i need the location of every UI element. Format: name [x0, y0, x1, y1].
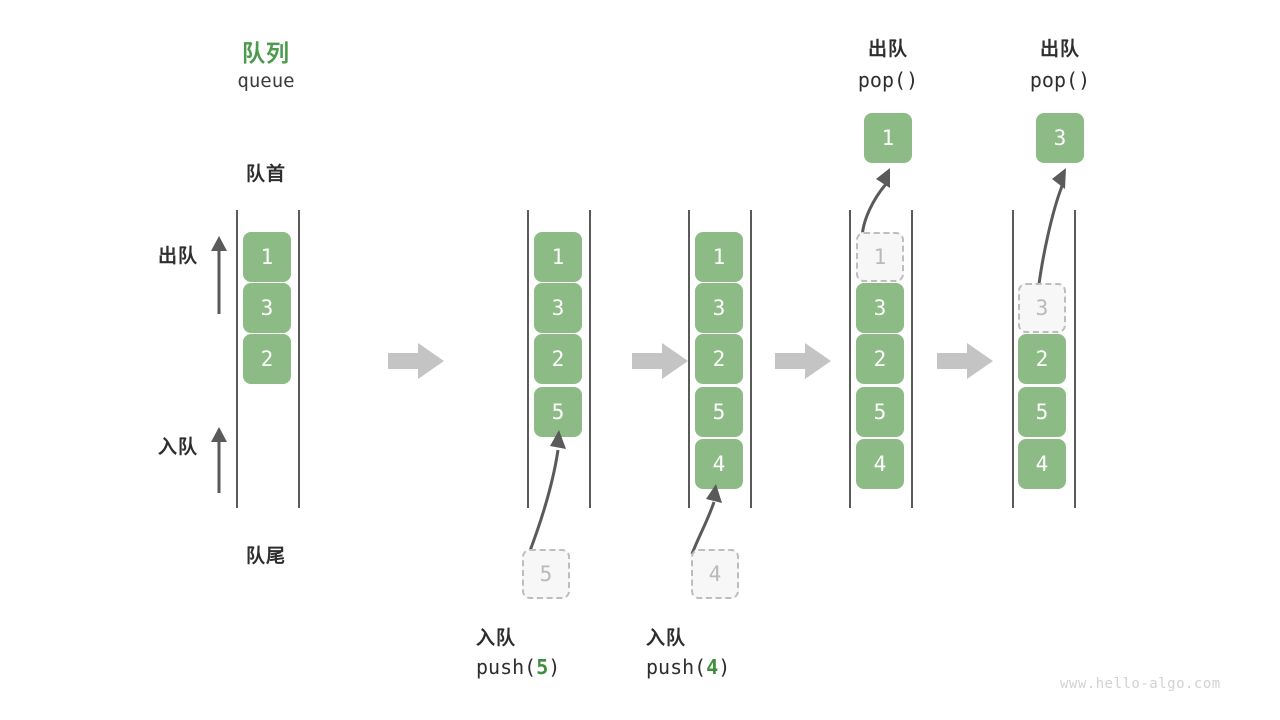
queue-cell: 2: [243, 334, 291, 384]
queue-cell: 2: [856, 334, 904, 384]
arrow-up-icon-dequeue: [211, 236, 227, 314]
code-prefix: pop(: [857, 68, 907, 92]
queue-cell: 5: [856, 387, 904, 437]
queue-rail-left-stage-4: [849, 210, 851, 508]
queue-rail-left-stage-5: [1012, 210, 1014, 508]
queue-cell-new: 5: [534, 387, 582, 437]
front-label: 队首: [245, 163, 286, 185]
queue-rail-right-stage-3: [750, 210, 752, 508]
queue-rail-left-stage-3: [688, 210, 690, 508]
queue-cell-removed: 3: [1018, 283, 1066, 333]
queue-cell: 1: [534, 232, 582, 282]
queue-cell: 3: [856, 283, 904, 333]
queue-cell: 5: [1018, 387, 1066, 437]
stage-header-cn-pop-1: 出队: [867, 38, 908, 60]
code-prefix: push(: [476, 655, 537, 679]
queue-rail-right-stage-5: [1074, 210, 1076, 508]
code-arg: 4: [706, 655, 719, 679]
enqueue-direction-label: 入队: [157, 436, 198, 458]
stage-header-code-pop-1: pop(): [826, 68, 950, 92]
code-arg: 5: [536, 655, 549, 679]
queue-cell: 4: [1018, 439, 1066, 489]
curved-arrow-up-icon-push-5: [526, 430, 566, 557]
stage-caption-cn-push-4: 入队: [646, 627, 687, 649]
queue-title-en: queue: [237, 70, 295, 92]
code-suffix: ): [718, 655, 731, 679]
queue-cell: 1: [695, 232, 743, 282]
curved-arrow-up-icon-pop-3: [1036, 168, 1066, 293]
dequeue-direction-label: 出队: [157, 245, 198, 267]
queue-cell: 2: [695, 334, 743, 384]
code-prefix: push(: [646, 655, 707, 679]
queue-rail-left-stage-2: [527, 210, 529, 508]
flow-arrow-right-icon: [388, 343, 444, 379]
stage-caption-code-push-5: push(5): [476, 655, 676, 679]
watermark: www.hello-algo.com: [1060, 676, 1221, 692]
popped-element: 3: [1036, 113, 1084, 163]
queue-title-cn: 队列: [242, 41, 290, 67]
queue-rail-left-stage-1: [236, 210, 238, 508]
queue-rail-right-stage-4: [911, 210, 913, 508]
stage-caption-code-push-4: push(4): [646, 655, 846, 679]
code-suffix: ): [1078, 68, 1091, 92]
queue-cell: 4: [856, 439, 904, 489]
queue-cell: 3: [534, 283, 582, 333]
code-suffix: ): [548, 655, 561, 679]
stage-caption-cn-push-5: 入队: [476, 627, 517, 649]
stage-header-cn-pop-3: 出队: [1039, 38, 1080, 60]
queue-cell: 2: [534, 334, 582, 384]
curved-arrow-up-icon-push-4: [690, 484, 722, 555]
queue-rail-right-stage-2: [589, 210, 591, 508]
queue-cell-removed: 1: [856, 232, 904, 282]
rear-label: 队尾: [245, 545, 286, 567]
queue-cell: 5: [695, 387, 743, 437]
queue-cell: 1: [243, 232, 291, 282]
queue-rail-right-stage-1: [298, 210, 300, 508]
queue-cell: 2: [1018, 334, 1066, 384]
queue-cell: 3: [695, 283, 743, 333]
code-suffix: ): [906, 68, 919, 92]
flow-arrow-right-icon: [775, 343, 831, 379]
flow-arrow-right-icon: [937, 343, 993, 379]
queue-cell: 3: [243, 283, 291, 333]
arrow-up-icon-enqueue: [211, 427, 227, 493]
incoming-element-ghost: 4: [691, 549, 739, 599]
flow-arrow-right-icon: [632, 343, 688, 379]
curved-arrow-up-icon-pop-1: [860, 168, 890, 241]
stage-header-code-pop-3: pop(): [998, 68, 1122, 92]
popped-element: 1: [864, 113, 912, 163]
incoming-element-ghost: 5: [522, 549, 570, 599]
code-prefix: pop(: [1029, 68, 1079, 92]
queue-cell-new: 4: [695, 439, 743, 489]
